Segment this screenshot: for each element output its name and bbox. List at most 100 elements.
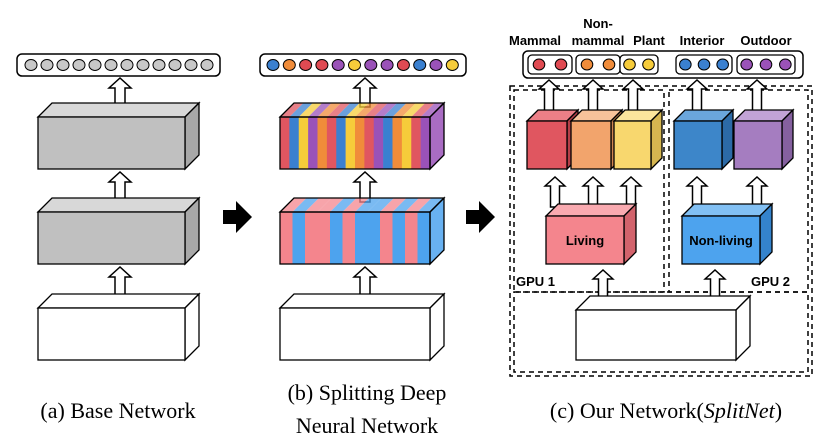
label-non-living: Non-living [689,233,753,248]
strip-front [317,117,328,169]
arrow-shape [581,78,605,113]
caption-c: (c) Our Network(SplitNet) [550,398,782,423]
output-dot [679,58,692,71]
arrow-shape [685,78,709,113]
outline-front [279,116,431,170]
arrow-shape [352,265,378,298]
strip-front [417,212,431,264]
strip-top [411,103,435,117]
strip-top [308,103,332,117]
strip-front [383,117,393,169]
b-arrow-bottom [352,265,378,298]
output-dot [24,59,38,71]
strip-side [430,198,444,264]
strip-front [392,212,406,264]
b-block-mid [278,196,446,266]
strip-top [355,103,379,117]
c-arrow-outdoor [745,78,769,113]
box-front-face [613,120,652,170]
strip-front [411,117,421,169]
strip-front [308,117,318,169]
strip-front [364,117,375,169]
outer-region [509,85,813,377]
label-gpu1: GPU 1 [516,274,555,289]
panel-base-network: (a) Base Network [16,53,221,423]
arrow-shape [107,265,133,298]
a-block-input [36,292,201,362]
caption-b-line1: (b) Splitting Deep [288,380,447,405]
output-dot [602,58,616,71]
arrow-shape [619,175,643,208]
strip-top [292,198,319,212]
output-dot [136,59,150,71]
strip-front [392,117,403,169]
panel-splitnet: Mammal Non- mammal Plant Interior Outdoo… [509,16,813,423]
output-dot [266,59,280,71]
strip-front [336,117,346,169]
arrow-shape [543,175,567,208]
b-output-vector [259,53,467,77]
strip-front [420,117,431,169]
c-arrow-non-mammal [581,78,605,113]
box-top-face [36,102,201,118]
c-output-groups [527,54,796,75]
box-front-face [37,211,186,265]
cube-plant [612,108,664,171]
output-dot [554,58,568,71]
output-dot [299,59,313,71]
output-dot [331,59,345,71]
c-block-input [574,294,752,362]
output-dot [697,58,711,71]
strip-front [342,212,356,264]
strip-top [326,103,351,117]
strip-top [298,103,323,117]
strip-front [367,212,381,264]
strip-top [317,198,344,212]
output-dot [184,59,198,71]
a-block-top [36,101,201,171]
label-mammal: Mammal [509,33,561,48]
output-dot [445,59,459,71]
label-outdoor: Outdoor [740,33,791,48]
box-front-face [575,309,737,361]
strip-front [355,117,365,169]
box-side-face [721,108,734,171]
strip-front [305,212,318,264]
strip-front [292,212,306,264]
strip-front [280,212,293,264]
strip-top [364,103,388,117]
a-output-dots [24,59,214,71]
box-top-face [278,293,446,309]
strip-top [420,103,444,117]
label-plant: Plant [633,33,665,48]
box-front-face [673,120,723,170]
c-arrow-living-3 [619,175,643,208]
b-block-input [278,292,446,362]
strip-front [289,117,300,169]
strip-front [380,212,393,264]
box-front-face [545,215,625,265]
strip-front [317,212,331,264]
c-arrow-nonliving-2 [745,175,769,208]
arrow-shape [621,78,645,113]
caption-c-italic: SplitNet [704,398,776,423]
arrow-shape [745,175,769,208]
block-living [544,202,638,266]
label-non-mammal-2: mammal [572,33,625,48]
output-dot [759,58,773,71]
arrow-shape [745,78,769,113]
block-non-living [680,202,774,266]
label-interior: Interior [680,33,725,48]
output-dot [152,59,166,71]
outline-front [279,211,431,265]
c-arrow-living-1 [543,175,567,208]
output-dot [40,59,54,71]
caption-a: (a) Base Network [40,398,195,423]
c-arrow-interior [685,78,709,113]
arrow-shape [581,175,605,208]
strip-top [355,198,382,212]
strip-top [336,103,360,117]
output-dot [716,58,729,71]
box-front-face [681,215,761,265]
